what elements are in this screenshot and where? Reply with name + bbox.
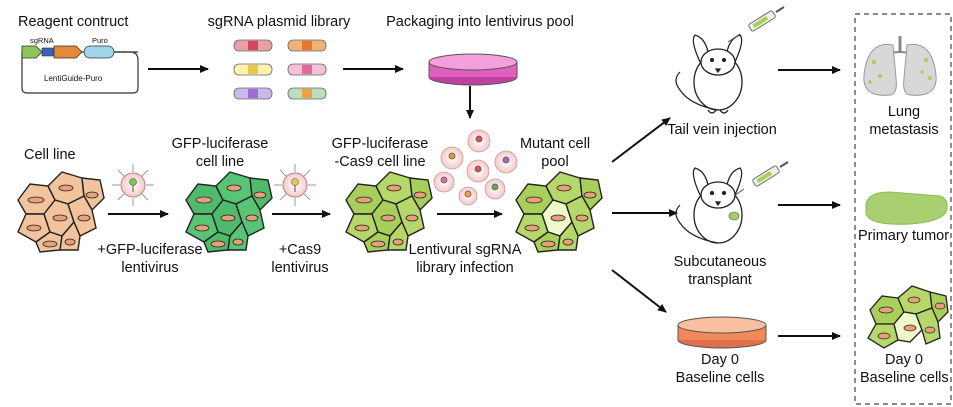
mutant-pool-cluster: [515, 171, 603, 253]
puro-segment: [83, 45, 115, 59]
u6-arrow-icon: [53, 45, 83, 59]
library-infection-label-1: Lentivural sgRNA: [408, 242, 522, 258]
reagent-title: Reagent contruct: [18, 14, 129, 30]
library-virus-swarm: [433, 129, 518, 206]
gfp-virus-label-2: lentivirus: [121, 260, 179, 276]
cas9-virus-label-1: +Cas9: [278, 242, 322, 258]
tail-vein-label: Tail vein injection: [667, 122, 777, 138]
library-infection-label-2: library infection: [416, 260, 514, 276]
lung-label-1: Lung: [887, 104, 921, 120]
mutant-label-2: pool: [541, 154, 569, 170]
gfp-line-label-1: GFP-luciferase: [171, 136, 269, 152]
reagent-construct: [21, 45, 139, 94]
syringe-icon-1: [727, 6, 785, 43]
syringe-icon-2: [733, 161, 789, 197]
sgrna-segment: [41, 47, 55, 57]
gfp-virus-icon: [112, 164, 154, 206]
mouse-subq-icon: [675, 167, 743, 244]
cas9-virus-label-2: lentivirus: [271, 260, 329, 276]
gfp-line-label-2: cell line: [195, 154, 245, 170]
gfp-virus-label-1: +GFP-luciferase: [97, 242, 203, 258]
vector-label: LentiGuide-Puro: [44, 74, 103, 83]
baseline-label-1: Day 0: [885, 352, 923, 368]
puro-label: Puro: [92, 36, 108, 45]
day0-dish: [677, 316, 767, 349]
cell-line-cluster: [17, 171, 105, 253]
tumor-label: Primary tumor: [858, 228, 950, 244]
packaging-title: Packaging into lentivirus pool: [386, 14, 574, 30]
baseline-label-2: Baseline cells: [860, 370, 949, 386]
cas9-line-label-2: -Cas9 cell line: [334, 154, 426, 170]
tumor-icon: [865, 191, 948, 225]
plasmid-library: [233, 39, 327, 100]
day0-label-2: Baseline cells: [675, 370, 765, 386]
cas9-cell-line-cluster: [345, 171, 433, 253]
baseline-cluster: [867, 285, 949, 349]
arrow-to-tail-vein: [611, 117, 671, 163]
cas9-line-label-1: GFP-luciferase: [331, 136, 429, 152]
gfp-cell-line-cluster: [185, 171, 273, 253]
subq-label-2: transplant: [688, 272, 752, 288]
subq-label-1: Subcutaneous: [673, 254, 767, 270]
mouse-tail-vein-icon: [675, 34, 743, 114]
day0-label-1: Day 0: [701, 352, 739, 368]
mutant-label-1: Mutant cell: [519, 136, 591, 152]
cas9-virus-icon: [274, 164, 316, 206]
lung-icon: [863, 36, 937, 96]
outcome-box: [854, 13, 952, 405]
lung-label-2: metastasis: [869, 122, 939, 138]
sgrna-label: sgRNA: [30, 36, 54, 45]
arrow-to-day0: [611, 269, 667, 313]
library-title: sgRNA plasmid library: [207, 14, 351, 30]
lentivirus-pool-dish: [428, 53, 518, 86]
cell-line-label: Cell line: [24, 147, 76, 163]
promoter-arrow-icon: [21, 45, 43, 59]
